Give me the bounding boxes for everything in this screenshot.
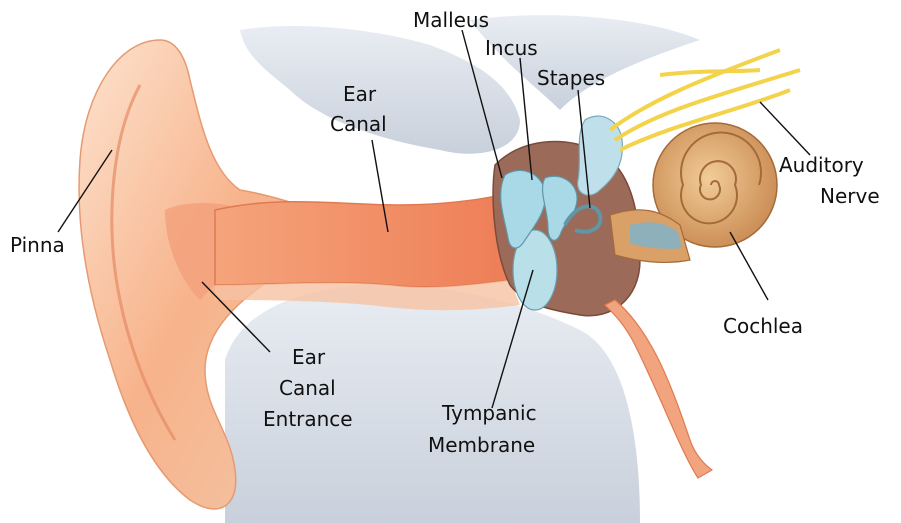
label-entrance-3: Entrance [263,407,353,431]
label-entrance-1: Ear [292,345,326,369]
label-ear-canal-2: Canal [330,112,387,136]
label-stapes: Stapes [537,66,605,90]
label-tympanic-1: Tympanic [441,401,537,425]
label-auditory-1: Auditory [779,153,864,177]
label-cochlea: Cochlea [723,314,803,338]
label-incus: Incus [485,36,538,60]
label-tympanic-2: Membrane [428,433,535,457]
label-auditory-2: Nerve [820,184,880,208]
ear-canal-shape [215,195,510,287]
label-entrance-2: Canal [279,376,336,400]
label-ear-canal-1: Ear [343,82,377,106]
auditory-nerve-leader [760,102,810,155]
label-pinna: Pinna [10,233,65,257]
label-malleus: Malleus [413,8,489,32]
lower-bone [225,284,640,523]
cochlea-leader [730,232,768,300]
